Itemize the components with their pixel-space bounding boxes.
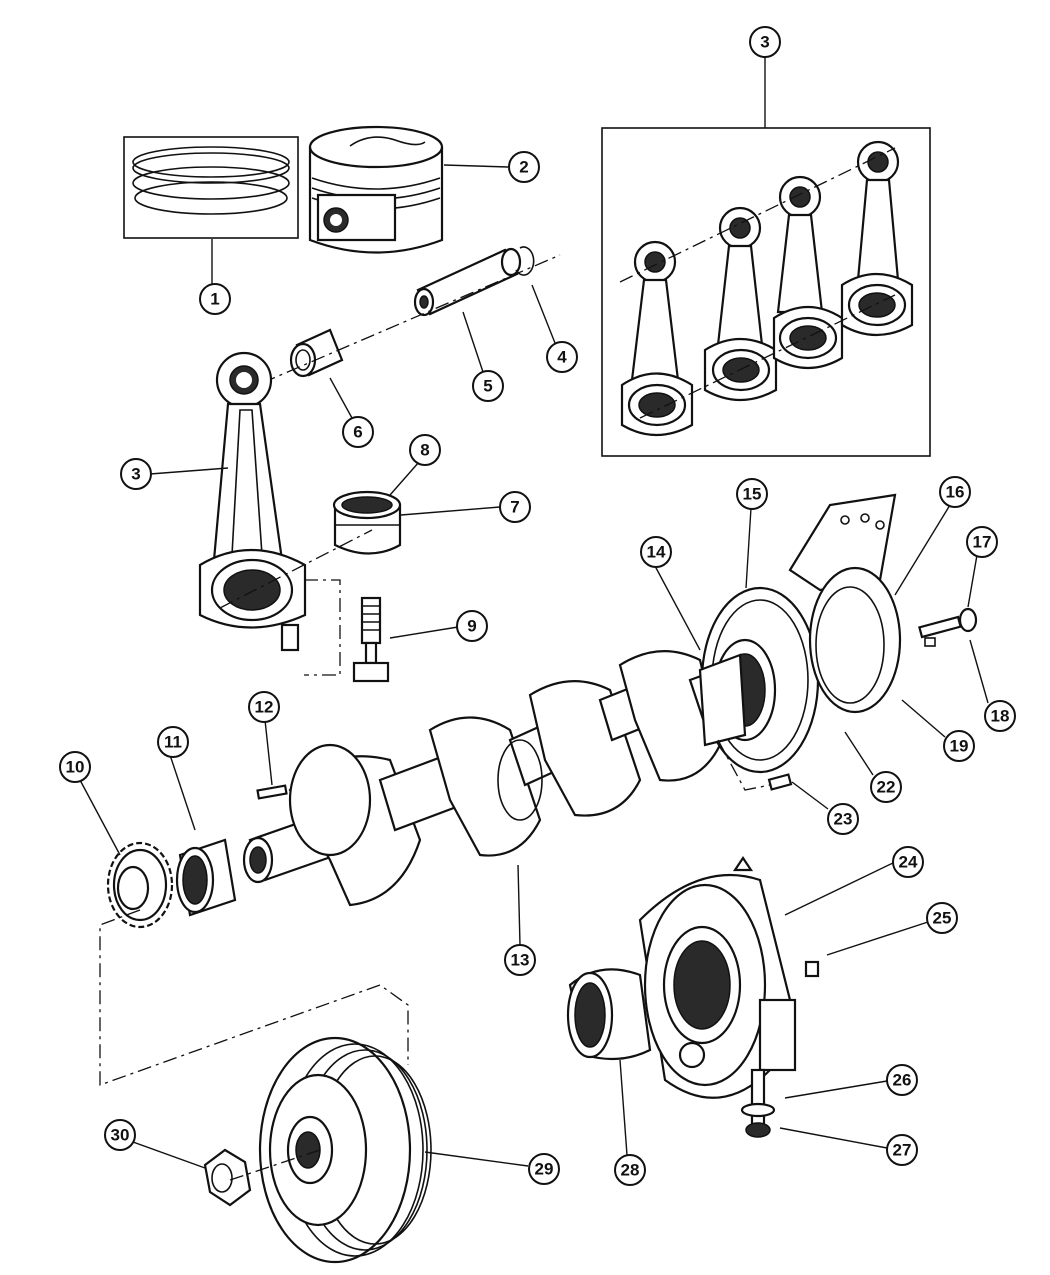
svg-text:24: 24 [899,853,918,872]
leader-lines [79,57,989,1169]
callout-22: 22 [870,771,902,803]
cover-dowel [804,960,820,978]
callout-15: 15 [736,478,768,510]
svg-text:6: 6 [353,423,362,442]
callout-8: 8 [409,434,441,466]
callout-13: 13 [504,944,536,976]
housing-bolt [918,607,978,647]
front-cover-bearing [566,968,652,1061]
svg-text:9: 9 [467,617,476,636]
svg-text:13: 13 [511,951,530,970]
crank-key [256,784,288,800]
svg-text:25: 25 [933,909,952,928]
rear-plate [788,493,897,592]
svg-text:12: 12 [255,698,274,717]
svg-text:14: 14 [647,543,666,562]
svg-text:30: 30 [111,1126,130,1145]
vibration-damper [258,1036,432,1264]
svg-text:22: 22 [877,778,896,797]
piston-pin [413,247,522,317]
crankshaft-gear [106,841,174,929]
callout-6: 6 [342,416,374,448]
dowel-pin [767,773,793,791]
callout-9: 9 [456,610,488,642]
front-main-bearing [175,838,237,917]
callout-14: 14 [640,536,672,568]
svg-text:4: 4 [557,348,567,367]
callout-26: 26 [886,1064,918,1096]
crankshaft [242,650,762,907]
svg-text:3: 3 [131,465,140,484]
callout-7: 7 [499,491,531,523]
callout-3-rod: 3 [120,458,152,490]
callout-10: 10 [59,751,91,783]
pin-retainer-clip [515,246,535,276]
callout-30: 30 [104,1119,136,1151]
svg-text:28: 28 [621,1161,640,1180]
connecting-rod [198,351,307,652]
svg-text:18: 18 [991,707,1010,726]
connecting-rod-set [601,127,931,457]
svg-text:5: 5 [483,377,492,396]
svg-text:26: 26 [893,1071,912,1090]
cover-bolt [740,1068,776,1138]
callout-1: 1 [199,283,231,315]
callout-18: 18 [984,700,1016,732]
svg-text:10: 10 [66,758,85,777]
callout-28: 28 [614,1154,646,1186]
svg-text:8: 8 [420,441,429,460]
callout-27: 27 [886,1134,918,1166]
svg-text:1: 1 [210,290,219,309]
svg-text:2: 2 [519,158,528,177]
svg-text:27: 27 [893,1141,912,1160]
svg-text:29: 29 [535,1160,554,1179]
piston [308,125,444,254]
callout-12: 12 [248,691,280,723]
callout-19: 19 [943,730,975,762]
pin-bushing [289,328,344,378]
callout-25: 25 [926,902,958,934]
rod-bolt [304,579,390,683]
callout-4: 4 [546,341,578,373]
callout-5: 5 [472,370,504,402]
front-cover [638,856,797,1099]
callout-16: 16 [939,476,971,508]
svg-text:19: 19 [950,737,969,756]
svg-text:15: 15 [743,485,762,504]
svg-text:11: 11 [164,733,182,752]
callout-11: 11 [157,726,189,758]
rod-bearing-shells [332,490,402,555]
svg-text:23: 23 [834,810,853,829]
callout-23: 23 [827,803,859,835]
rear-bearing-housing [698,586,820,774]
callout-29: 29 [528,1153,560,1185]
damper-nut [203,1148,252,1207]
svg-text:3: 3 [760,33,769,52]
callout-24: 24 [892,846,924,878]
svg-text:17: 17 [973,533,992,552]
callout-2: 2 [508,151,540,183]
svg-text:16: 16 [946,483,965,502]
callout-3-set: 3 [749,26,781,58]
svg-text:7: 7 [510,498,519,517]
rear-main-seal [808,566,902,714]
callout-17: 17 [966,526,998,558]
piston-ring-set [123,136,299,239]
